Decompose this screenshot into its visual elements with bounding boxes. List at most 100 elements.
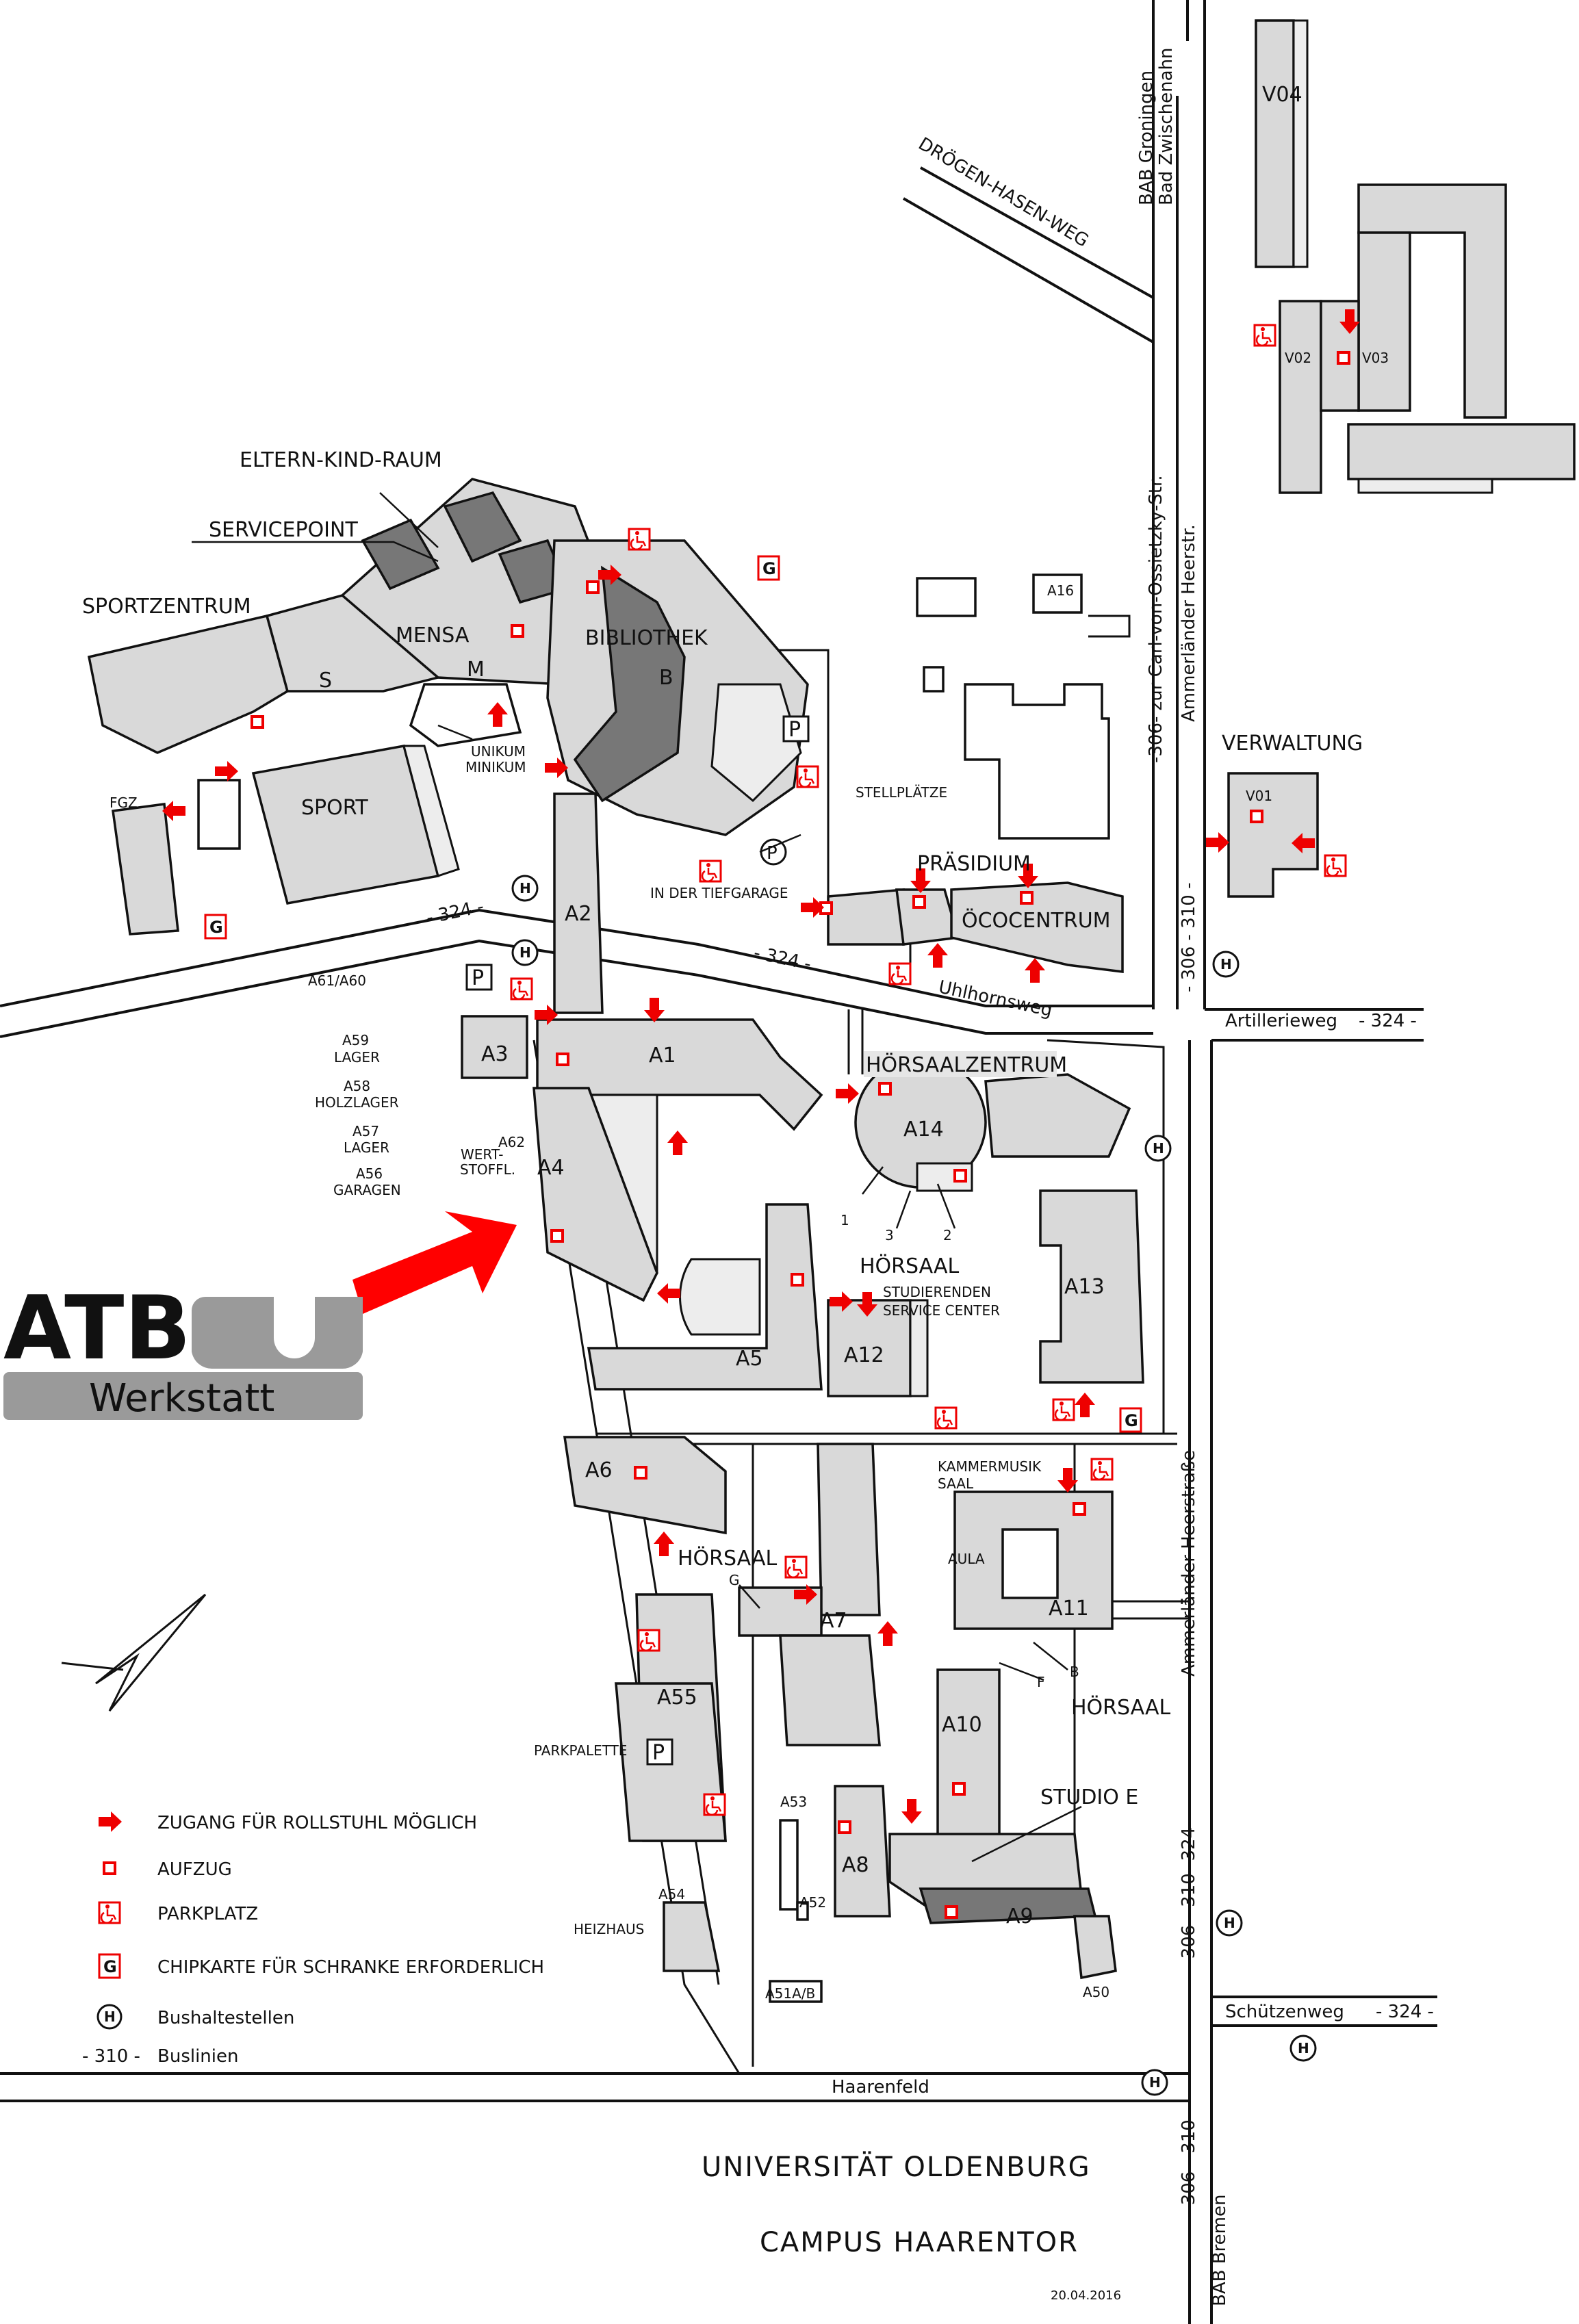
label-a8: A8 (842, 1853, 869, 1877)
label-hoersaalzentrum: HÖRSAALZENTRUM (866, 1053, 1067, 1077)
street-bad-zwischenahn: Bad Zwischenahn (1156, 47, 1177, 205)
label-hoersaal-f: F (1037, 1674, 1045, 1690)
label-servicepoint: SERVICEPOINT (209, 518, 358, 542)
buildings (87, 19, 1576, 2003)
label-a13: A13 (1064, 1275, 1105, 1299)
bus-stop-icon: H (1149, 2074, 1161, 2091)
label-parkpalette: PARKPALETTE (534, 1742, 627, 1759)
street-route-306-310-b: - 306 - 310 - (1179, 2108, 1199, 2217)
label-aula: AULA (948, 1551, 985, 1567)
label-a1: A1 (649, 1044, 676, 1068)
logo-subtext: Werkstatt (89, 1376, 274, 1421)
label-lager-2: LAGER (344, 1139, 389, 1156)
legend: ZUGANG FÜR ROLLSTUHL MÖGLICH AUFZUG PARK… (82, 1811, 544, 2067)
bus-stop-icon: H (519, 944, 531, 961)
chipcard-g: G (1125, 1411, 1138, 1430)
label-a62: A62 (498, 1134, 525, 1150)
bus-stop-icon: H (519, 880, 531, 896)
street-bab-groningen: BAB Groningen (1136, 70, 1157, 205)
label-s: S (319, 669, 332, 693)
label-stellplaetze: STELLPLÄTZE (856, 784, 947, 801)
label-a2: A2 (565, 902, 592, 926)
pointer-lines (192, 492, 1082, 1863)
label-verwaltung: VERWALTUNG (1222, 732, 1363, 756)
north-arrow-icon (61, 1593, 207, 1712)
label-wert: WERT- (461, 1146, 503, 1163)
map-subtitle: CAMPUS HAARENTOR (760, 2227, 1079, 2258)
label-praesidium: PRÄSIDIUM (917, 851, 1031, 876)
p-markers: P P P P (465, 715, 810, 1766)
label-v03: V03 (1362, 350, 1389, 366)
street-uhlhornsweg: Uhlhornsweg (937, 977, 1055, 1022)
label-a58: A58 (344, 1078, 370, 1094)
label-bibliothek: BIBLIOTHEK (585, 626, 708, 650)
label-a52: A52 (799, 1894, 826, 1911)
street-route-306-310-324: - 306 - 310 -324- (1179, 1821, 1199, 1971)
atb-logo: ATB Werkstatt (3, 1278, 363, 1421)
label-a51: A51A/B (765, 1985, 815, 2002)
label-a56: A56 (356, 1165, 383, 1182)
map-date: 20.04.2016 (1051, 2288, 1121, 2303)
label-a7: A7 (820, 1609, 847, 1633)
label-entrance-3: 3 (885, 1227, 894, 1243)
street-artillerieweg: Artillerieweg (1225, 1011, 1337, 1031)
label-a10: A10 (942, 1713, 982, 1737)
parking-p: P (788, 718, 801, 742)
chipcard-g: G (762, 559, 776, 578)
label-a9: A9 (1006, 1905, 1034, 1928)
bus-stop-icon: H (1220, 956, 1232, 972)
legend-elevator: AUFZUG (157, 1859, 232, 1880)
street-route-324-b: - 324 - (752, 943, 813, 975)
legend-bus-stop: Bushaltestellen (157, 2008, 294, 2028)
label-a4: A4 (537, 1156, 565, 1180)
label-eltern-kind-raum: ELTERN-KIND-RAUM (240, 448, 442, 472)
label-unikum: UNIKUM (471, 743, 526, 760)
label-a6: A6 (585, 1458, 613, 1482)
map-title: UNIVERSITÄT OLDENBURG (702, 2150, 1091, 2183)
label-a50: A50 (1083, 1984, 1109, 2000)
label-v02: V02 (1285, 350, 1311, 366)
label-a14: A14 (903, 1118, 944, 1141)
street-ossietzky: -306- zur Carl-von-Ossietzky-Str. (1146, 475, 1166, 763)
label-sportzentrum: SPORTZENTRUM (82, 595, 251, 619)
label-a3: A3 (481, 1042, 509, 1066)
bus-stop-icon: H (1224, 1915, 1235, 1931)
label-hoersaal-b: B (1070, 1664, 1079, 1680)
street-haarenfeld: Haarenfeld (832, 2077, 929, 2097)
label-a11: A11 (1049, 1597, 1089, 1621)
label-saal: SAAL (938, 1475, 974, 1492)
label-heizhaus: HEIZHAUS (574, 1921, 644, 1937)
parking-p: P (472, 966, 484, 990)
chipcard-g: G (209, 918, 223, 937)
label-hoersaal-2: HÖRSAAL (678, 1546, 777, 1571)
street-schuetzenweg: Schützenweg (1225, 2002, 1344, 2022)
label-mensa: MENSA (396, 623, 470, 647)
legend-bus-icon: H (104, 2009, 116, 2025)
chipcard-symbols: G G G (204, 555, 1142, 1433)
label-studierenden: STUDIERENDEN (883, 1284, 991, 1300)
label-a12: A12 (844, 1343, 884, 1367)
label-hoersaal-g: G (729, 1572, 740, 1588)
label-studio-e: STUDIO E (1040, 1785, 1138, 1809)
label-minikum: MINIKUM (465, 759, 526, 775)
label-bibliothek-b: B (659, 666, 673, 690)
label-garagen: GARAGEN (333, 1182, 401, 1198)
street-route-306-310: - 306 - 310 - (1179, 883, 1199, 992)
legend-bus-lines: Buslinien (157, 2046, 239, 2067)
street-route-324-c: - 324 - (1359, 1011, 1417, 1031)
logo-text: ATB (3, 1278, 191, 1380)
label-a5: A5 (736, 1347, 763, 1371)
street-route-324-d: - 324 - (1376, 2002, 1434, 2022)
label-sport: SPORT (301, 796, 368, 820)
street-droegen-hasen-weg: DRÖGEN-HASEN-WEG (914, 133, 1092, 252)
label-v01: V01 (1246, 788, 1272, 804)
building-labels: V04 V02 V03 A16 V01 A2 A3 A1 A14 A4 A13 … (481, 83, 1389, 2002)
label-service-center: SERVICE CENTER (883, 1302, 1000, 1319)
label-a57: A57 (352, 1123, 379, 1139)
label-stoffl: STOFFL. (460, 1161, 515, 1178)
street-route-324-a: - 324 - (424, 896, 485, 929)
street-ammerlaender-heerstr: Ammerländer Heerstr. (1179, 524, 1199, 722)
highlight-arrow-icon (352, 1211, 517, 1314)
label-a59: A59 (342, 1032, 369, 1048)
